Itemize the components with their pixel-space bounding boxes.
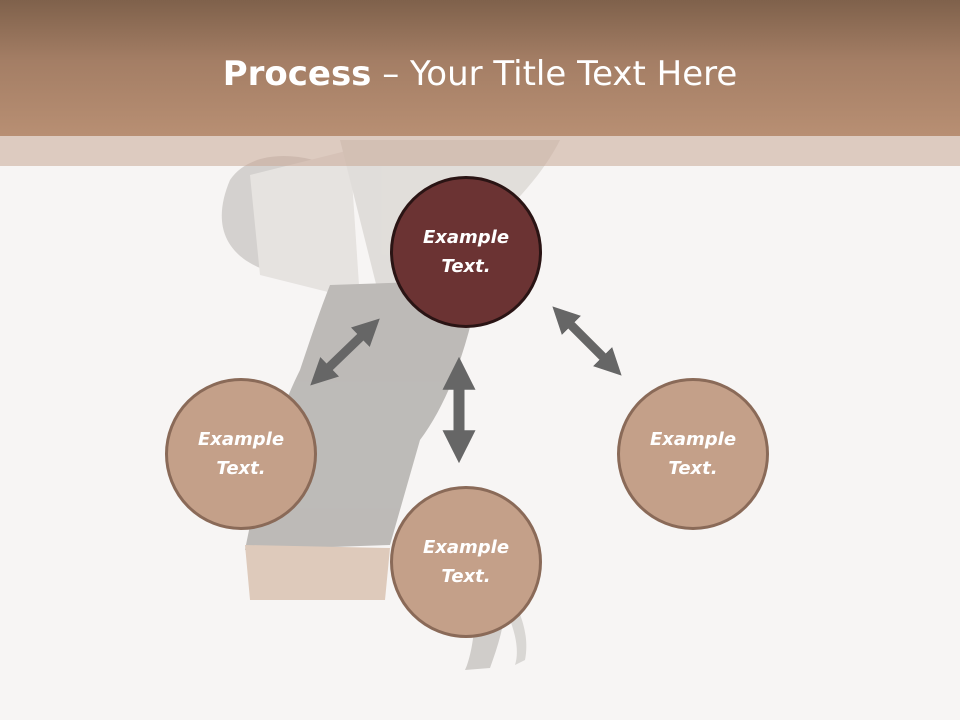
slide-title-rest: – Your Title Text Here [371, 54, 738, 94]
title-bar-band [0, 136, 960, 166]
arrow-center-to-left [310, 318, 380, 386]
slide-title-bold: Process [222, 54, 372, 94]
title-bar [0, 0, 960, 136]
arrow-center-to-right [552, 306, 622, 376]
process-node-label: Example Text. [422, 227, 510, 277]
process-node-left[interactable]: Example Text. [165, 378, 317, 530]
process-node-right[interactable]: Example Text. [617, 378, 769, 530]
process-node-label: Example Text. [649, 429, 737, 479]
slide-title: Process – Your Title Text Here [0, 52, 960, 96]
process-node-center[interactable]: Example Text. [390, 176, 542, 328]
process-node-bottom[interactable]: Example Text. [390, 486, 542, 638]
process-node-label: Example Text. [422, 537, 510, 587]
process-node-label: Example Text. [197, 429, 285, 479]
